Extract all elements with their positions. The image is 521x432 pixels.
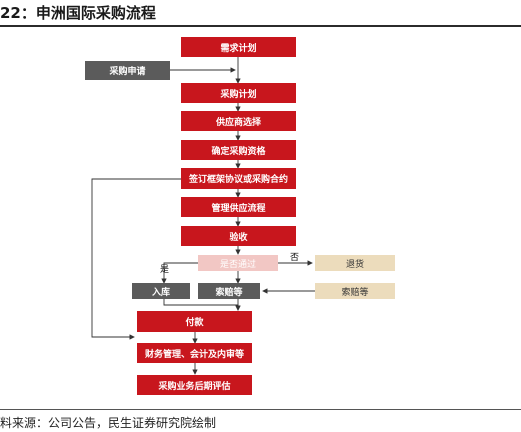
node-claim: 索赔等: [198, 283, 260, 299]
node-purchase-plan: 采购计划: [181, 83, 296, 103]
node-framework-agreement: 签订框架协议或采购合约: [181, 168, 296, 189]
source-rule: [0, 409, 521, 410]
node-finance: 财务管理、会计及内审等: [137, 343, 252, 363]
node-warehousing: 入库: [132, 283, 190, 299]
title-rule: [0, 25, 521, 27]
node-external-claim: 索赔等: [315, 283, 395, 299]
node-supplier-selection: 供应商选择: [181, 111, 296, 131]
node-return-goods: 退货: [315, 255, 395, 271]
node-supplier-management: 管理供应流程: [181, 197, 296, 217]
edge-check-to-warehouse: [161, 262, 198, 284]
source-note: 料来源：公司公告，民生证券研究院绘制: [0, 416, 217, 430]
label-no: 否: [290, 253, 300, 263]
node-qualification: 确定采购资格: [181, 140, 296, 160]
edge-agreement-loop-to-payment: [91, 178, 181, 340]
node-inspection: 验收: [181, 226, 296, 246]
edge-warehouse-to-payment: [163, 299, 241, 311]
node-demand-plan: 需求计划: [181, 37, 296, 57]
figure-title: 22：申洲国际采购流程: [0, 4, 156, 22]
node-payment: 付款: [137, 311, 252, 332]
node-pass-check: 是否通过: [198, 255, 278, 271]
label-yes: 是: [160, 265, 170, 275]
node-purchase-request: 采购申请: [85, 61, 170, 80]
node-evaluation: 采购业务后期评估: [137, 375, 252, 395]
